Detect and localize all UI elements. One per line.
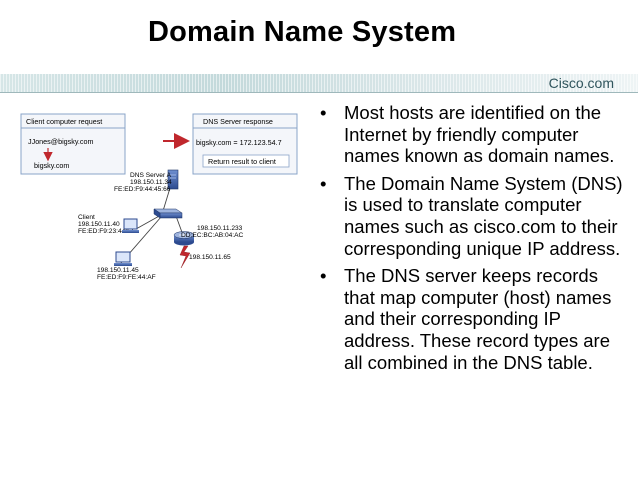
switch-icon: [153, 208, 183, 219]
bullet-dot-icon: •: [320, 172, 327, 194]
bullet-item: • The DNS server keeps records that map c…: [318, 265, 623, 373]
dns-diagram: Client computer request JJones@bigsky.co…: [20, 113, 298, 281]
client-computer-icon: [122, 218, 139, 233]
dns-response-result: bigsky.com = 172.123.54.7: [196, 138, 282, 147]
router-ip: 198.150.11.233: [197, 225, 243, 232]
dns-response-box: DNS Server response bigsky.com = 172.123…: [192, 113, 298, 175]
bullet-item: • The Domain Name System (DNS) is used to…: [318, 173, 623, 259]
host-ip: 198.150.11.45: [97, 267, 139, 274]
bullet-list: • Most hosts are identified on the Intern…: [318, 102, 623, 379]
dns-server-icon: [167, 169, 179, 190]
client-request-header: Client computer request: [26, 117, 102, 126]
bullet-item: • Most hosts are identified on the Intern…: [318, 102, 623, 167]
client-name: Client: [78, 214, 95, 221]
client-mac: FE:ED:F9:23:44:EF: [78, 228, 136, 235]
router-icon: [173, 231, 195, 246]
dns-server-ip: 198.150.11.34: [130, 179, 172, 186]
client-request-box: Client computer request JJones@bigsky.co…: [20, 113, 126, 175]
client-request-domain: bigsky.com: [34, 161, 69, 170]
router-mac: DD:EC:BC:AB:04:AC: [181, 232, 244, 239]
bullet-text: The DNS server keeps records that map co…: [344, 265, 612, 373]
dns-response-header: DNS Server response: [203, 117, 273, 126]
brand-logo: Cisco.com: [548, 75, 614, 91]
host-computer-icon: [114, 251, 132, 266]
header-band: [0, 74, 638, 92]
wan-link-icon: [179, 245, 191, 269]
host-mac: FE:ED:F9:FE:44:AF: [97, 274, 156, 281]
dns-response-action: Return result to client: [208, 157, 276, 166]
bullet-dot-icon: •: [320, 102, 327, 123]
bullet-text: The Domain Name System (DNS) is used to …: [344, 172, 623, 259]
client-request-email: JJones@bigsky.com: [28, 137, 93, 146]
router-wan-ip: 198.150.11.65: [189, 254, 231, 261]
bullet-text: Most hosts are identified on the Interne…: [344, 102, 615, 167]
slide-title: Domain Name System: [148, 16, 457, 48]
header-band-line: [0, 92, 638, 93]
bullet-dot-icon: •: [320, 265, 327, 287]
dns-server-mac: FE:ED:F9:44:45:66: [114, 186, 171, 193]
client-ip: 198.150.11.40: [78, 221, 120, 228]
dns-server-name: DNS Server A: [130, 172, 172, 179]
